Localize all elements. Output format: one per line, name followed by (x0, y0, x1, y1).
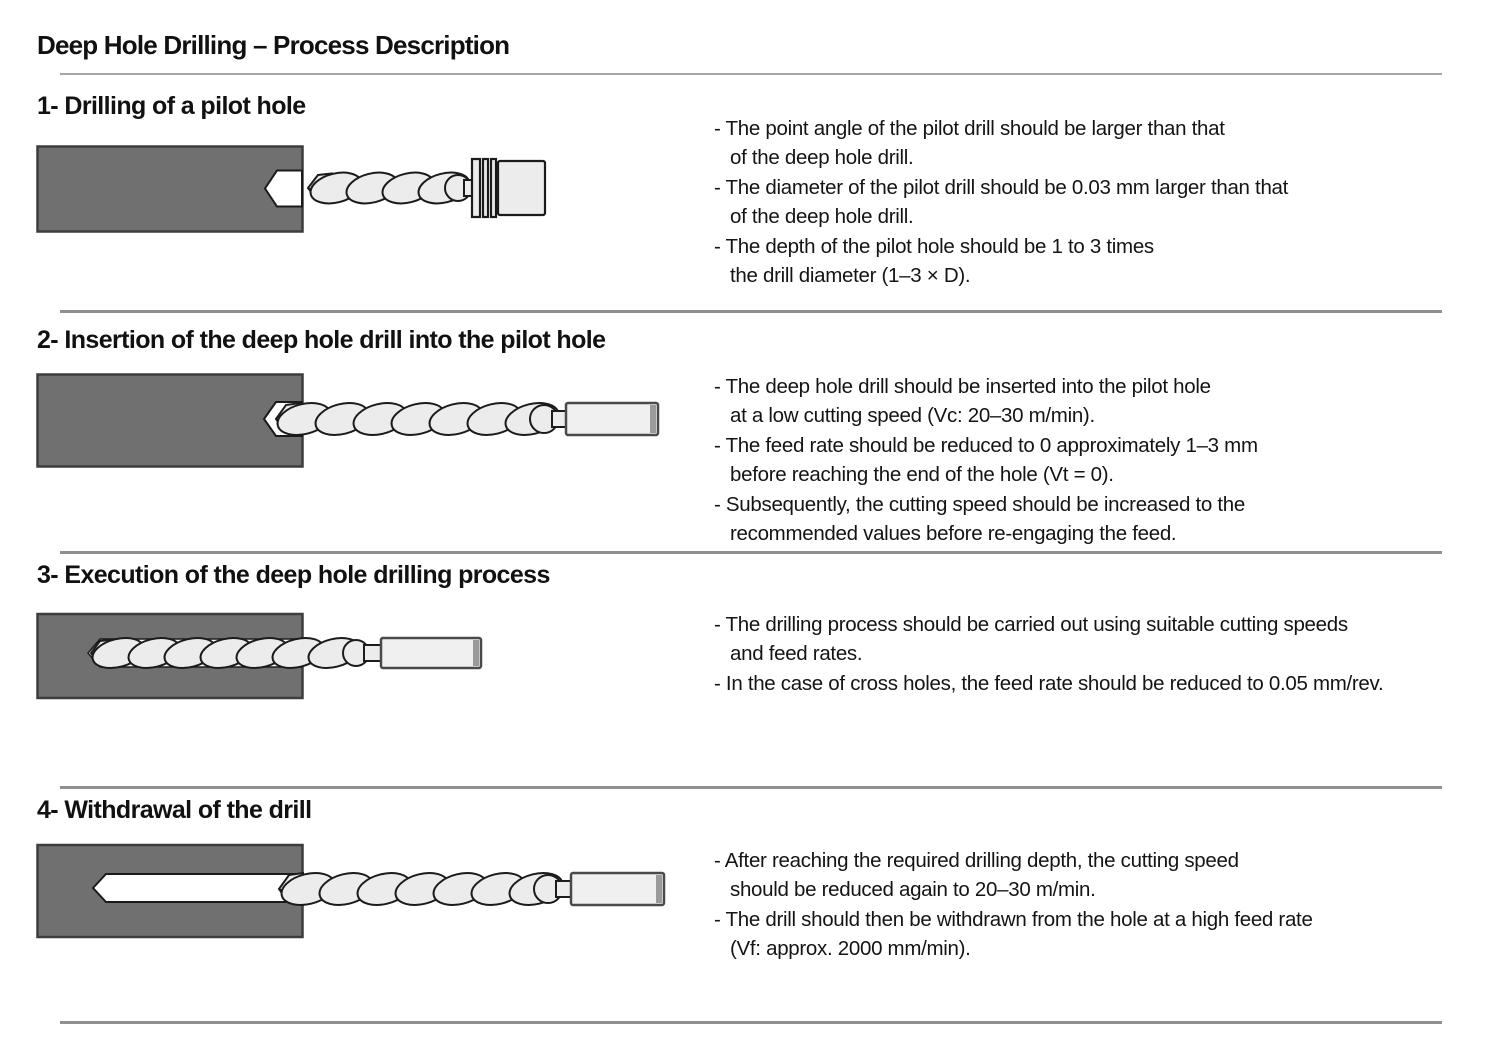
bullet-line: - The deep hole drill should be inserted… (714, 375, 1211, 398)
section-4-heading: 4- Withdrawal of the drill (37, 796, 312, 824)
section-4-bullets: - After reaching the required drilling d… (714, 846, 1500, 964)
pilot-hole (263, 169, 303, 208)
bullet-line: recommended values before re-engaging th… (730, 522, 1177, 546)
bullet-line: - In the case of cross holes, the feed r… (714, 671, 1384, 695)
tool-holder (470, 157, 547, 219)
drilled-hole (91, 873, 303, 903)
bullet-line: - After reaching the required drilling d… (714, 849, 1239, 872)
section-3-bullets: - The drilling process should be carried… (714, 610, 1500, 698)
figure-drill-withdrawal (36, 843, 666, 939)
deep-hole-drill-bit (277, 871, 575, 907)
section-3-heading: 3- Execution of the deep hole drilling p… (37, 561, 550, 589)
bullet-line: the drill diameter (1–3 × D). (730, 264, 971, 288)
bullet-line: - The drilling process should be carried… (714, 613, 1348, 636)
bullet-line: (Vf: approx. 2000 mm/min). (730, 937, 971, 961)
title-divider (60, 73, 1442, 75)
workpiece (36, 373, 304, 468)
bullet-line: at a low cutting speed (Vc: 20–30 m/min)… (730, 404, 1095, 428)
bullet-line: should be reduced again to 20–30 m/min. (730, 878, 1096, 902)
bottom-divider (60, 1021, 1442, 1024)
section-1-bullets: - The point angle of the pilot drill sho… (714, 114, 1500, 290)
workpiece (36, 145, 304, 233)
bullet-line: of the deep hole drill. (730, 205, 914, 229)
pilot-drill-bit (306, 171, 477, 205)
bullet-line: - Subsequently, the cutting speed should… (714, 492, 1245, 516)
bullet-line: - The point angle of the pilot drill sho… (714, 117, 1225, 140)
section-divider (60, 786, 1442, 789)
section-2-heading: 2- Insertion of the deep hole drill into… (37, 326, 606, 354)
drill-shank (564, 401, 660, 437)
section-2-bullets: - The deep hole drill should be inserted… (714, 372, 1500, 548)
bullet-line: - The drill should then be withdrawn fro… (714, 907, 1313, 931)
bullet-line: before reaching the end of the hole (Vt … (730, 463, 1114, 487)
bullet-line: and feed rates. (730, 642, 863, 666)
section-divider (60, 310, 1442, 313)
deep-hole-drill-bit (274, 401, 571, 437)
workpiece (36, 843, 304, 939)
figure-pilot-hole-drilling (36, 145, 547, 233)
bullet-line: of the deep hole drill. (730, 146, 914, 170)
deep-hole-drill-bit (89, 637, 383, 669)
figure-drill-insertion (36, 373, 660, 468)
drill-shank (379, 636, 483, 670)
drill-shank (569, 871, 666, 907)
bullet-line: - The depth of the pilot hole should be … (714, 234, 1154, 258)
section-1-heading: 1- Drilling of a pilot hole (37, 92, 306, 120)
section-divider (60, 551, 1442, 554)
page-title: Deep Hole Drilling – Process Description (37, 30, 510, 60)
figure-drilling-execution (36, 612, 483, 700)
bullet-line: - The diameter of the pilot drill should… (714, 175, 1289, 199)
bullet-line: - The feed rate should be reduced to 0 a… (714, 433, 1258, 457)
